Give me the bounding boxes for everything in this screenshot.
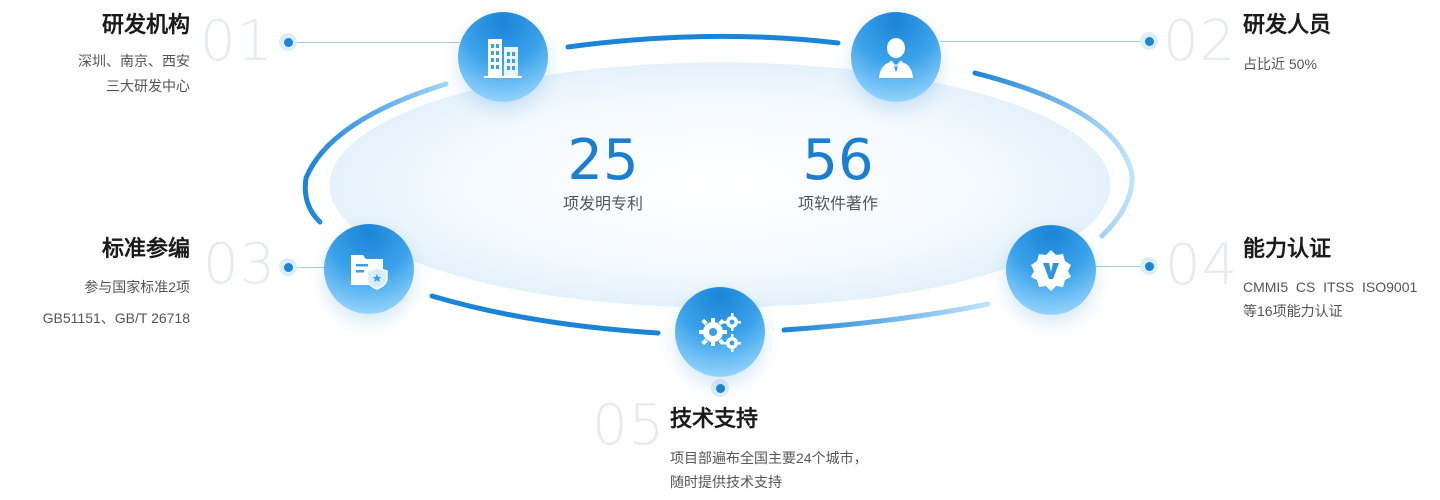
icon-circle-05 (675, 287, 765, 377)
stat-label-software: 项软件著作 (797, 196, 878, 213)
item-title-02: 研发人员 (1243, 12, 1332, 37)
item-desc-03-line1: 参与国家标准2项 (84, 279, 190, 295)
item-desc-04-line2: 等16项能力认证 (1243, 303, 1343, 319)
marker-dot-05 (711, 379, 729, 397)
certification-badge-icon (1031, 250, 1071, 291)
orbit-arc-upper-right (972, 70, 1135, 239)
item-title-01: 研发机构 (101, 12, 190, 37)
marker-dot-01 (279, 33, 297, 51)
marker-dot-04 (1140, 257, 1158, 275)
stat-label-patents: 项发明专利 (562, 196, 643, 213)
item-desc-01-line2: 三大研发中心 (106, 78, 190, 94)
item-desc-01-line1: 深圳、南京、西安 (78, 53, 190, 69)
icon-circle-02 (851, 12, 941, 102)
orbit-arc-lower-left (429, 293, 661, 336)
connector-line-03 (296, 267, 328, 268)
item-desc-03-line2: GB51151、GB/T 26718 (42, 310, 190, 326)
connector-line-01 (296, 42, 460, 43)
connector-line-02 (940, 41, 1150, 42)
item-title-04: 能力认证 (1243, 236, 1332, 261)
item-desc-05-line1: 项目部遍布全国主要24个城市， (670, 450, 868, 466)
person-icon (879, 38, 913, 78)
item-desc-04-line1: CMMI5 CS ITSS ISO9001 (1243, 279, 1418, 295)
icon-circle-01 (458, 12, 548, 102)
stat-value-patents: 25 (567, 128, 639, 193)
marker-dot-02 (1140, 32, 1158, 50)
item-number-02: 02 (1163, 9, 1237, 74)
item-number-01: 01 (200, 9, 274, 74)
gears-icon (699, 313, 741, 352)
item-title-03: 标准参编 (101, 236, 190, 261)
orbit-arc-top (565, 33, 841, 50)
orbit-arc-lower-right (781, 301, 991, 333)
icon-circle-04 (1006, 225, 1096, 315)
item-title-05: 技术支持 (670, 406, 759, 431)
connector-line-04 (1094, 266, 1150, 267)
item-number-03: 03 (203, 232, 277, 297)
stat-value-software: 56 (802, 128, 874, 193)
building-icon (484, 39, 522, 78)
item-desc-02-line1: 占比近 50% (1243, 56, 1317, 72)
item-number-05: 05 (592, 393, 666, 458)
item-desc-05-line2: 随时提供技术支持 (670, 474, 782, 490)
orbit-arc-upper-left (302, 81, 449, 225)
document-shield-icon (351, 255, 388, 290)
icon-circle-03 (324, 224, 414, 314)
marker-dot-03 (279, 258, 297, 276)
item-number-04: 04 (1165, 233, 1239, 298)
inner-glow-ellipse (329, 62, 1111, 308)
